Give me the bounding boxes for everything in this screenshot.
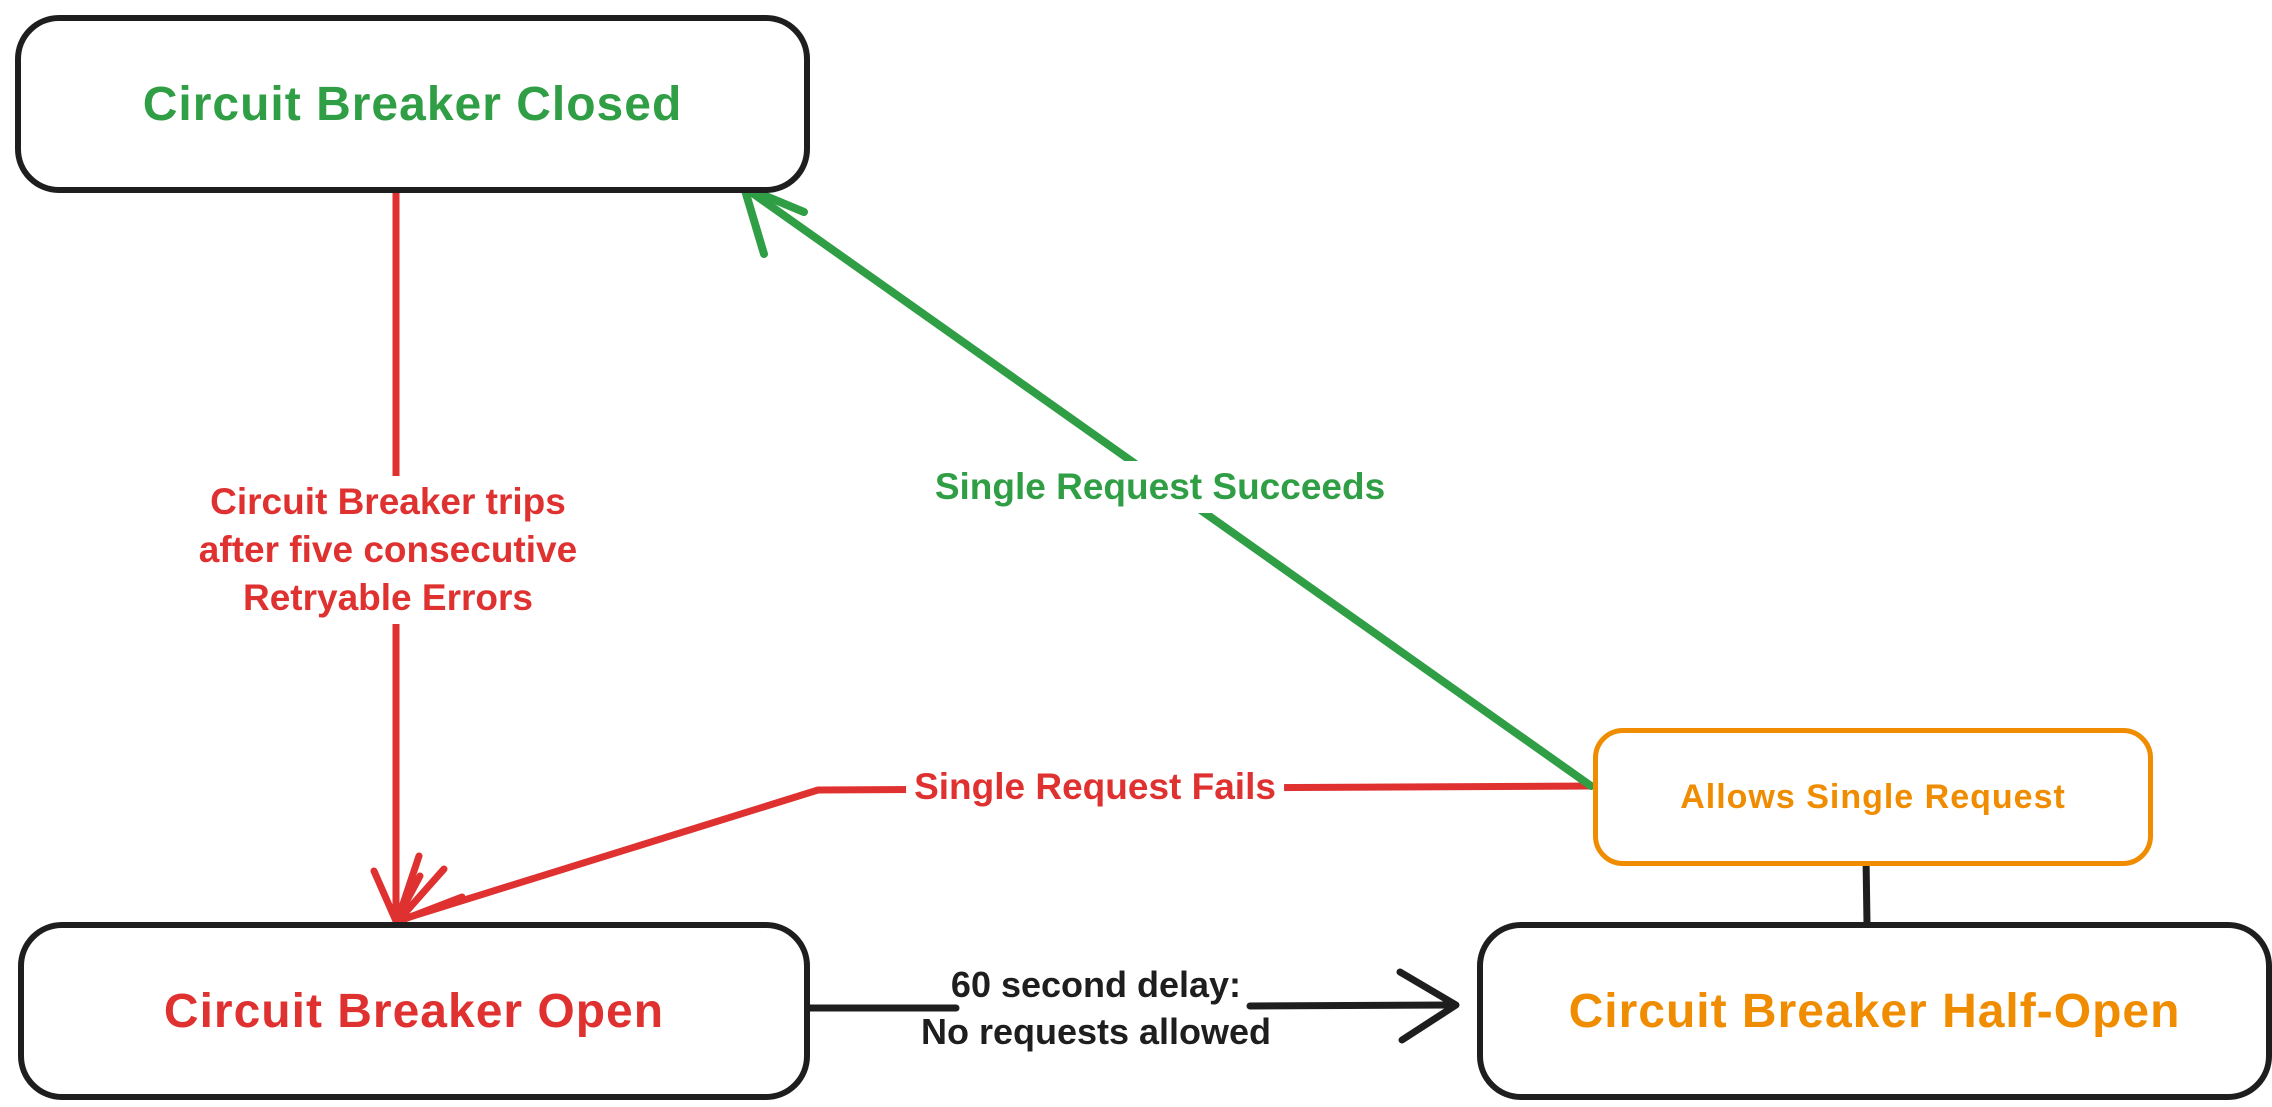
node-allows-single-request: Allows Single Request: [1593, 728, 2153, 866]
edge-label-trip: Circuit Breaker trips after five consecu…: [190, 476, 586, 624]
edge-halfopen-allows-line: [1862, 853, 1871, 928]
edge-label-cooldown: 60 second delay: No requests allowed: [921, 961, 1271, 1055]
edge-fails-line: [396, 782, 1595, 924]
edge-label-trip-line-2: after five consecutive: [198, 529, 578, 570]
node-allows-single-request-label: Allows Single Request: [1680, 777, 2066, 816]
edge-label-cooldown-line-1: 60 second delay:: [950, 964, 1242, 1005]
edge-fails-arrowhead-fan-1: [393, 852, 423, 926]
edge-cooldown-arrowhead: [1396, 968, 1460, 1044]
edge-fails-arrowhead-fan-3: [393, 893, 466, 926]
edge-label-fails: Single Request Fails: [906, 761, 1284, 813]
edge-label-succeeds: Single Request Succeeds: [926, 461, 1394, 513]
node-circuit-breaker-open: Circuit Breaker Open: [18, 922, 810, 1100]
edge-label-trip-line-1: Circuit Breaker trips: [210, 481, 566, 522]
edge-label-trip-line-3: Retryable Errors: [243, 577, 533, 618]
node-circuit-breaker-half-open: Circuit Breaker Half-Open: [1477, 922, 2272, 1100]
edge-fails-arrowhead-fan-2: [393, 865, 448, 926]
node-circuit-breaker-half-open-label: Circuit Breaker Half-Open: [1568, 984, 2181, 1038]
node-circuit-breaker-closed-label: Circuit Breaker Closed: [142, 77, 683, 131]
edge-label-cooldown-line-2: No requests allowed: [920, 1011, 1272, 1052]
edge-cooldown-line-right: [1246, 1001, 1454, 1010]
node-circuit-breaker-closed: Circuit Breaker Closed: [15, 15, 810, 193]
node-circuit-breaker-open-label: Circuit Breaker Open: [163, 984, 665, 1038]
